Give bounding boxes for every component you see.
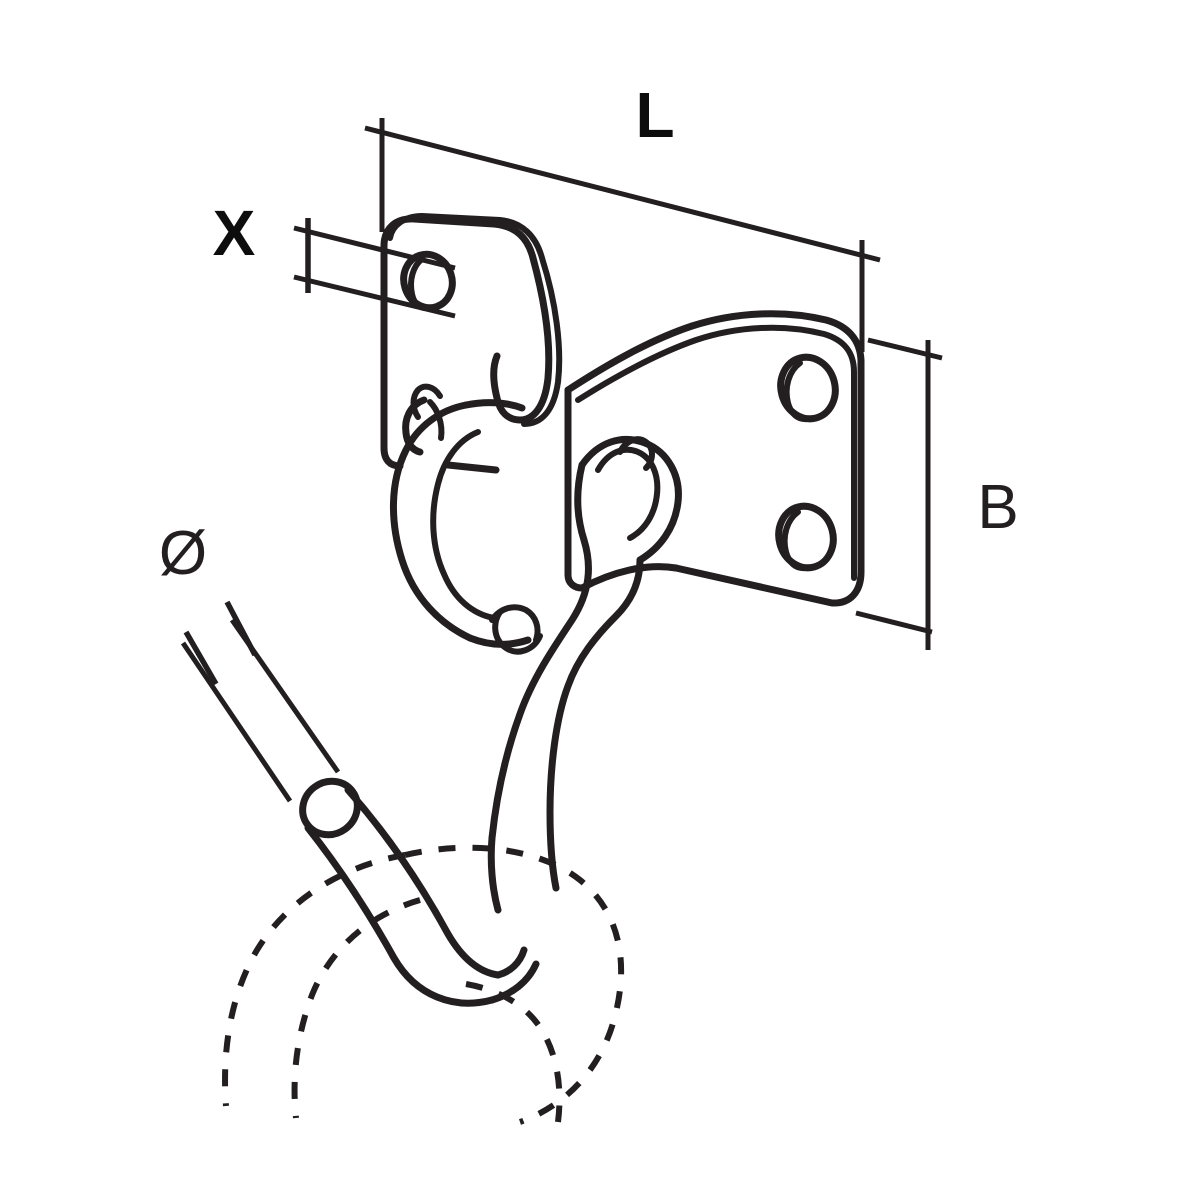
eye-ring-outer-top [462,399,526,412]
dimension-X-label: X [213,197,256,269]
dimension-diameter-leader-upper [229,618,341,774]
plate-right-thickness-contour [575,324,857,581]
eye-ring-inner-left [430,429,497,621]
eye-ring-crossbar [444,461,500,474]
hook-nose-nub [617,436,655,471]
hook-upper-lobe-inner [595,446,661,541]
hook-rod-tip [299,777,540,1007]
hidden-ring-inner-left-arc [291,897,421,1119]
hook-stem-left [487,834,502,914]
hook-upper-lobe-outer [578,435,682,564]
hook-inner-limb [546,556,644,892]
mounting-hole-4-inner [781,509,808,572]
plate-left-cutout-inner [490,352,524,424]
plate-right-lower-sweep [578,563,680,592]
hook-body [487,435,682,914]
rod-tip-curve-lower [488,960,540,1004]
dimension-diameter: Ø [159,519,341,803]
dimension-diameter-tick-lower [183,630,219,686]
hidden-ring-dashed [222,844,625,1125]
dimension-L: L [364,79,881,352]
mounting-hole-1-outer [400,250,456,312]
mounting-hole-1-inner [408,256,431,312]
dimension-L-line [364,125,881,263]
dimension-B-extension-bottom [855,610,933,635]
rod-tip-curve-upper [494,946,528,979]
dimension-diameter-label: Ø [159,519,207,588]
plate-left-thickness-contour [387,213,563,427]
dimension-diameter-leader-lower [180,641,293,803]
hook-outer-limb [488,461,592,842]
plate-right-outline [564,310,865,607]
dimension-L-label: L [635,79,674,151]
eye-ring-pin-nub [410,383,443,420]
mounting-hole-4-outer [775,502,837,572]
mounting-hole-3-inner [783,360,810,423]
eye-ring-outer-left [389,401,474,642]
rod-contour-upper [344,786,502,979]
dimension-B-label: B [977,473,1018,542]
dimension-X-leader-upper [293,225,456,271]
dimension-B: B [855,337,1019,650]
rod-contour-lower [304,824,496,1007]
hidden-ring-outer-upper-arc [404,844,625,1125]
hook-ring-junction-nub [492,609,543,655]
hidden-ring-outer-left-arc [222,852,406,1107]
mounting-hole-3-outer [777,353,839,423]
mounting-plate-left [380,213,563,470]
mounting-plate-right [564,310,865,607]
